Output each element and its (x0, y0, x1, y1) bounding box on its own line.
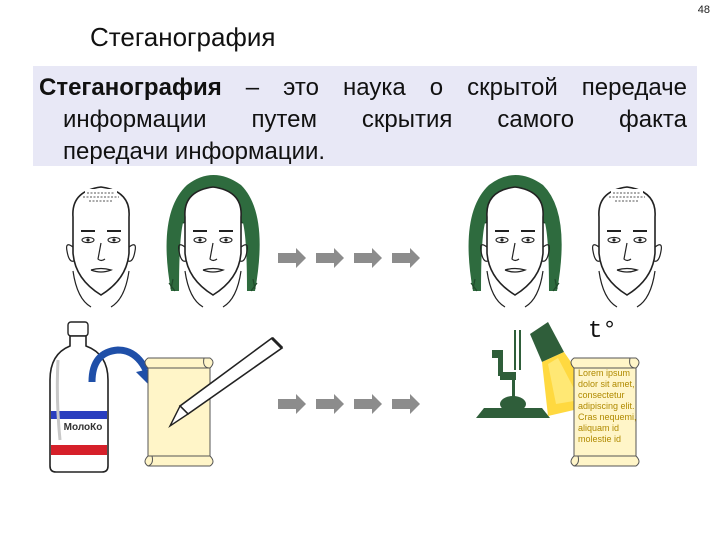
definition-box: Стеганография – это наука о скрытой пере… (33, 66, 697, 166)
face-sender (65, 186, 137, 308)
arrow-row-top (278, 248, 420, 268)
face-with-hair-2 (467, 174, 563, 308)
slide-title: Стеганография (90, 22, 276, 52)
pen-icon (168, 336, 284, 429)
milk-label: МолоКо (63, 422, 103, 433)
definition-line-3: передачи информации. (63, 138, 326, 165)
definition-line-1: Стеганография – это наука о скрытой пере… (39, 72, 687, 104)
definition-term: Стеганография (39, 74, 222, 101)
face-with-hair-1 (165, 174, 261, 308)
page-number: 48 (697, 4, 710, 16)
milk-bottle (49, 321, 109, 473)
arrow-row-bottom (278, 394, 420, 414)
temperature-label: t° (588, 318, 617, 345)
revealed-text: Lorem ipsum dolor sit amet, consectetur … (578, 368, 637, 444)
face-receiver (591, 186, 663, 308)
definition-line-2: информации путем скрытия самого факта (63, 106, 687, 133)
definition-line-1-rest: – это наука о скрытой передаче (221, 74, 687, 101)
